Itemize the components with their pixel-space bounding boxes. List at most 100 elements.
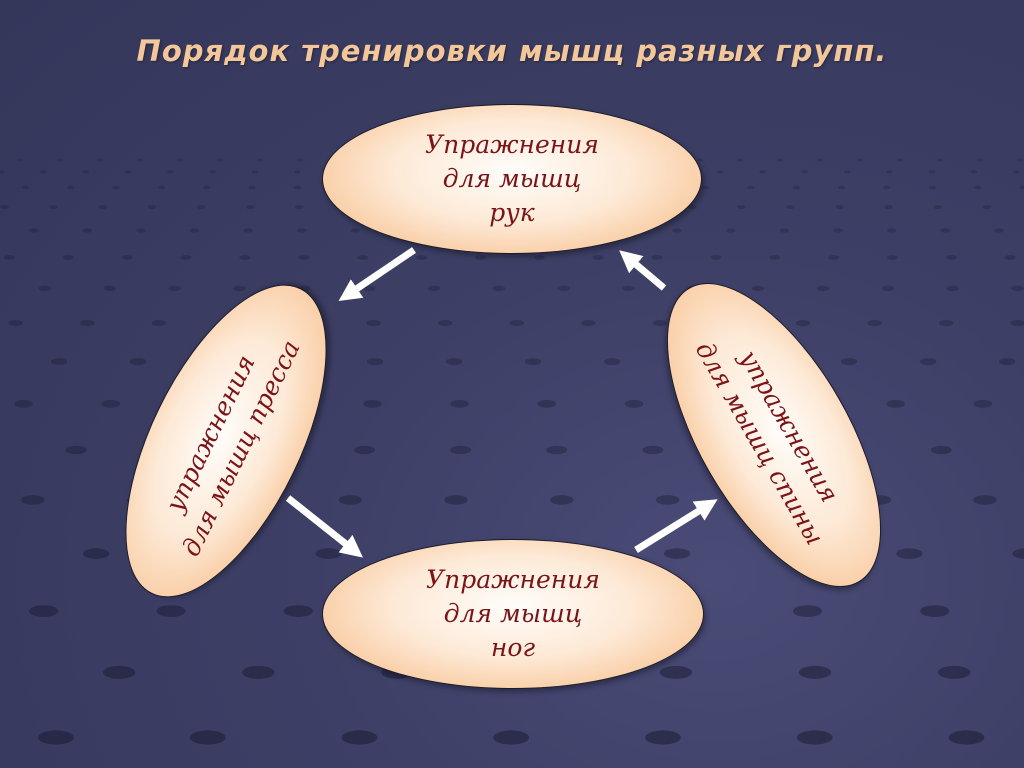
bg-dot <box>867 320 882 327</box>
bg-dot <box>245 205 255 210</box>
bg-dot <box>248 185 256 190</box>
bg-dot <box>297 158 303 162</box>
node-legs-exercises: Упражнения для мышц ног <box>322 539 704 689</box>
bg-dot <box>354 445 375 455</box>
bg-dot <box>546 445 568 455</box>
bg-dot <box>663 548 691 559</box>
bg-dot <box>937 158 943 162</box>
bg-dot <box>833 228 843 233</box>
bg-dot <box>243 228 253 233</box>
bg-dot <box>1010 320 1024 327</box>
bg-dot <box>0 170 5 174</box>
bg-dot <box>710 255 722 260</box>
bg-dot <box>688 205 697 210</box>
bg-dot <box>655 495 680 505</box>
bg-dot <box>779 228 790 233</box>
bg-dot <box>973 185 982 190</box>
bg-dot <box>930 445 952 455</box>
bg-dot <box>65 445 87 455</box>
bg-dot <box>366 358 384 366</box>
bg-dot <box>886 228 897 233</box>
bg-dot <box>167 170 174 174</box>
bg-dot <box>837 185 846 190</box>
bg-dot <box>886 400 905 408</box>
bg-dot <box>350 228 361 233</box>
bg-dot <box>242 665 275 679</box>
bg-dot <box>80 320 95 327</box>
bg-dot <box>121 255 133 260</box>
bg-dot <box>652 320 668 327</box>
bg-dot <box>450 445 472 455</box>
bg-dot <box>233 285 246 292</box>
bg-dot <box>896 548 923 559</box>
bg-dot <box>948 730 985 745</box>
bg-dot <box>970 170 978 174</box>
bg-dot <box>444 495 468 505</box>
bg-dot <box>416 255 427 260</box>
bg-dot <box>445 358 463 366</box>
bg-dot <box>362 285 376 292</box>
bg-dot <box>295 205 304 210</box>
bg-dot <box>857 158 863 162</box>
bg-dot <box>843 170 851 174</box>
bg-dot <box>82 228 93 233</box>
bg-dot <box>920 605 950 617</box>
bg-dot <box>982 205 992 210</box>
bg-dot <box>751 285 765 292</box>
bg-dot <box>509 320 524 327</box>
bg-dot <box>920 358 937 366</box>
bg-dot <box>294 170 301 174</box>
bg-dot <box>427 285 441 292</box>
bg-dot <box>38 285 52 292</box>
bg-dot <box>29 605 59 617</box>
bg-dot <box>897 158 903 162</box>
bg-dot <box>835 205 844 210</box>
bg-dot <box>62 255 74 260</box>
bg-dot <box>999 358 1016 366</box>
bg-dot <box>103 665 136 679</box>
bg-dot <box>883 185 891 190</box>
bg-dot <box>83 548 110 559</box>
bg-dot <box>786 205 795 210</box>
bg-dot <box>363 400 382 408</box>
bg-dot <box>341 730 378 745</box>
bg-dot <box>828 255 840 260</box>
bg-dot <box>524 358 542 366</box>
node-arms-exercises: Упражнения для мышц рук <box>322 104 702 254</box>
bg-dot <box>737 158 743 162</box>
bg-dot <box>796 730 833 745</box>
bg-dot <box>557 285 570 292</box>
bg-dot <box>795 320 811 327</box>
bg-dot <box>151 320 167 327</box>
bg-dot <box>177 158 183 162</box>
bg-dot <box>928 170 936 174</box>
bg-dot <box>147 205 157 210</box>
bg-dot <box>38 730 74 745</box>
bg-dot <box>973 400 993 408</box>
bg-dot <box>298 255 310 260</box>
bg-dot <box>726 228 736 233</box>
bg-dot <box>1019 185 1024 190</box>
bg-dot <box>651 255 663 260</box>
bg-dot <box>492 285 506 292</box>
bg-dot <box>257 158 263 162</box>
bg-dot <box>67 185 75 190</box>
bg-dot <box>97 158 103 162</box>
bg-dot <box>717 170 724 174</box>
bg-dot <box>196 205 206 210</box>
bg-dot <box>801 170 809 174</box>
bg-dot <box>940 228 951 233</box>
bg-dot <box>124 170 132 174</box>
bg-dot <box>938 665 971 679</box>
bg-dot <box>450 400 469 408</box>
bg-dot <box>939 320 954 327</box>
bg-dot <box>1011 285 1024 292</box>
bg-dot <box>973 495 997 505</box>
bg-dot <box>17 158 23 162</box>
bg-dot <box>217 158 223 162</box>
bg-dot <box>315 548 342 559</box>
bg-dot <box>1013 170 1020 174</box>
bg-dot <box>129 358 147 366</box>
bg-dot <box>933 205 942 210</box>
bg-dot <box>209 170 216 174</box>
